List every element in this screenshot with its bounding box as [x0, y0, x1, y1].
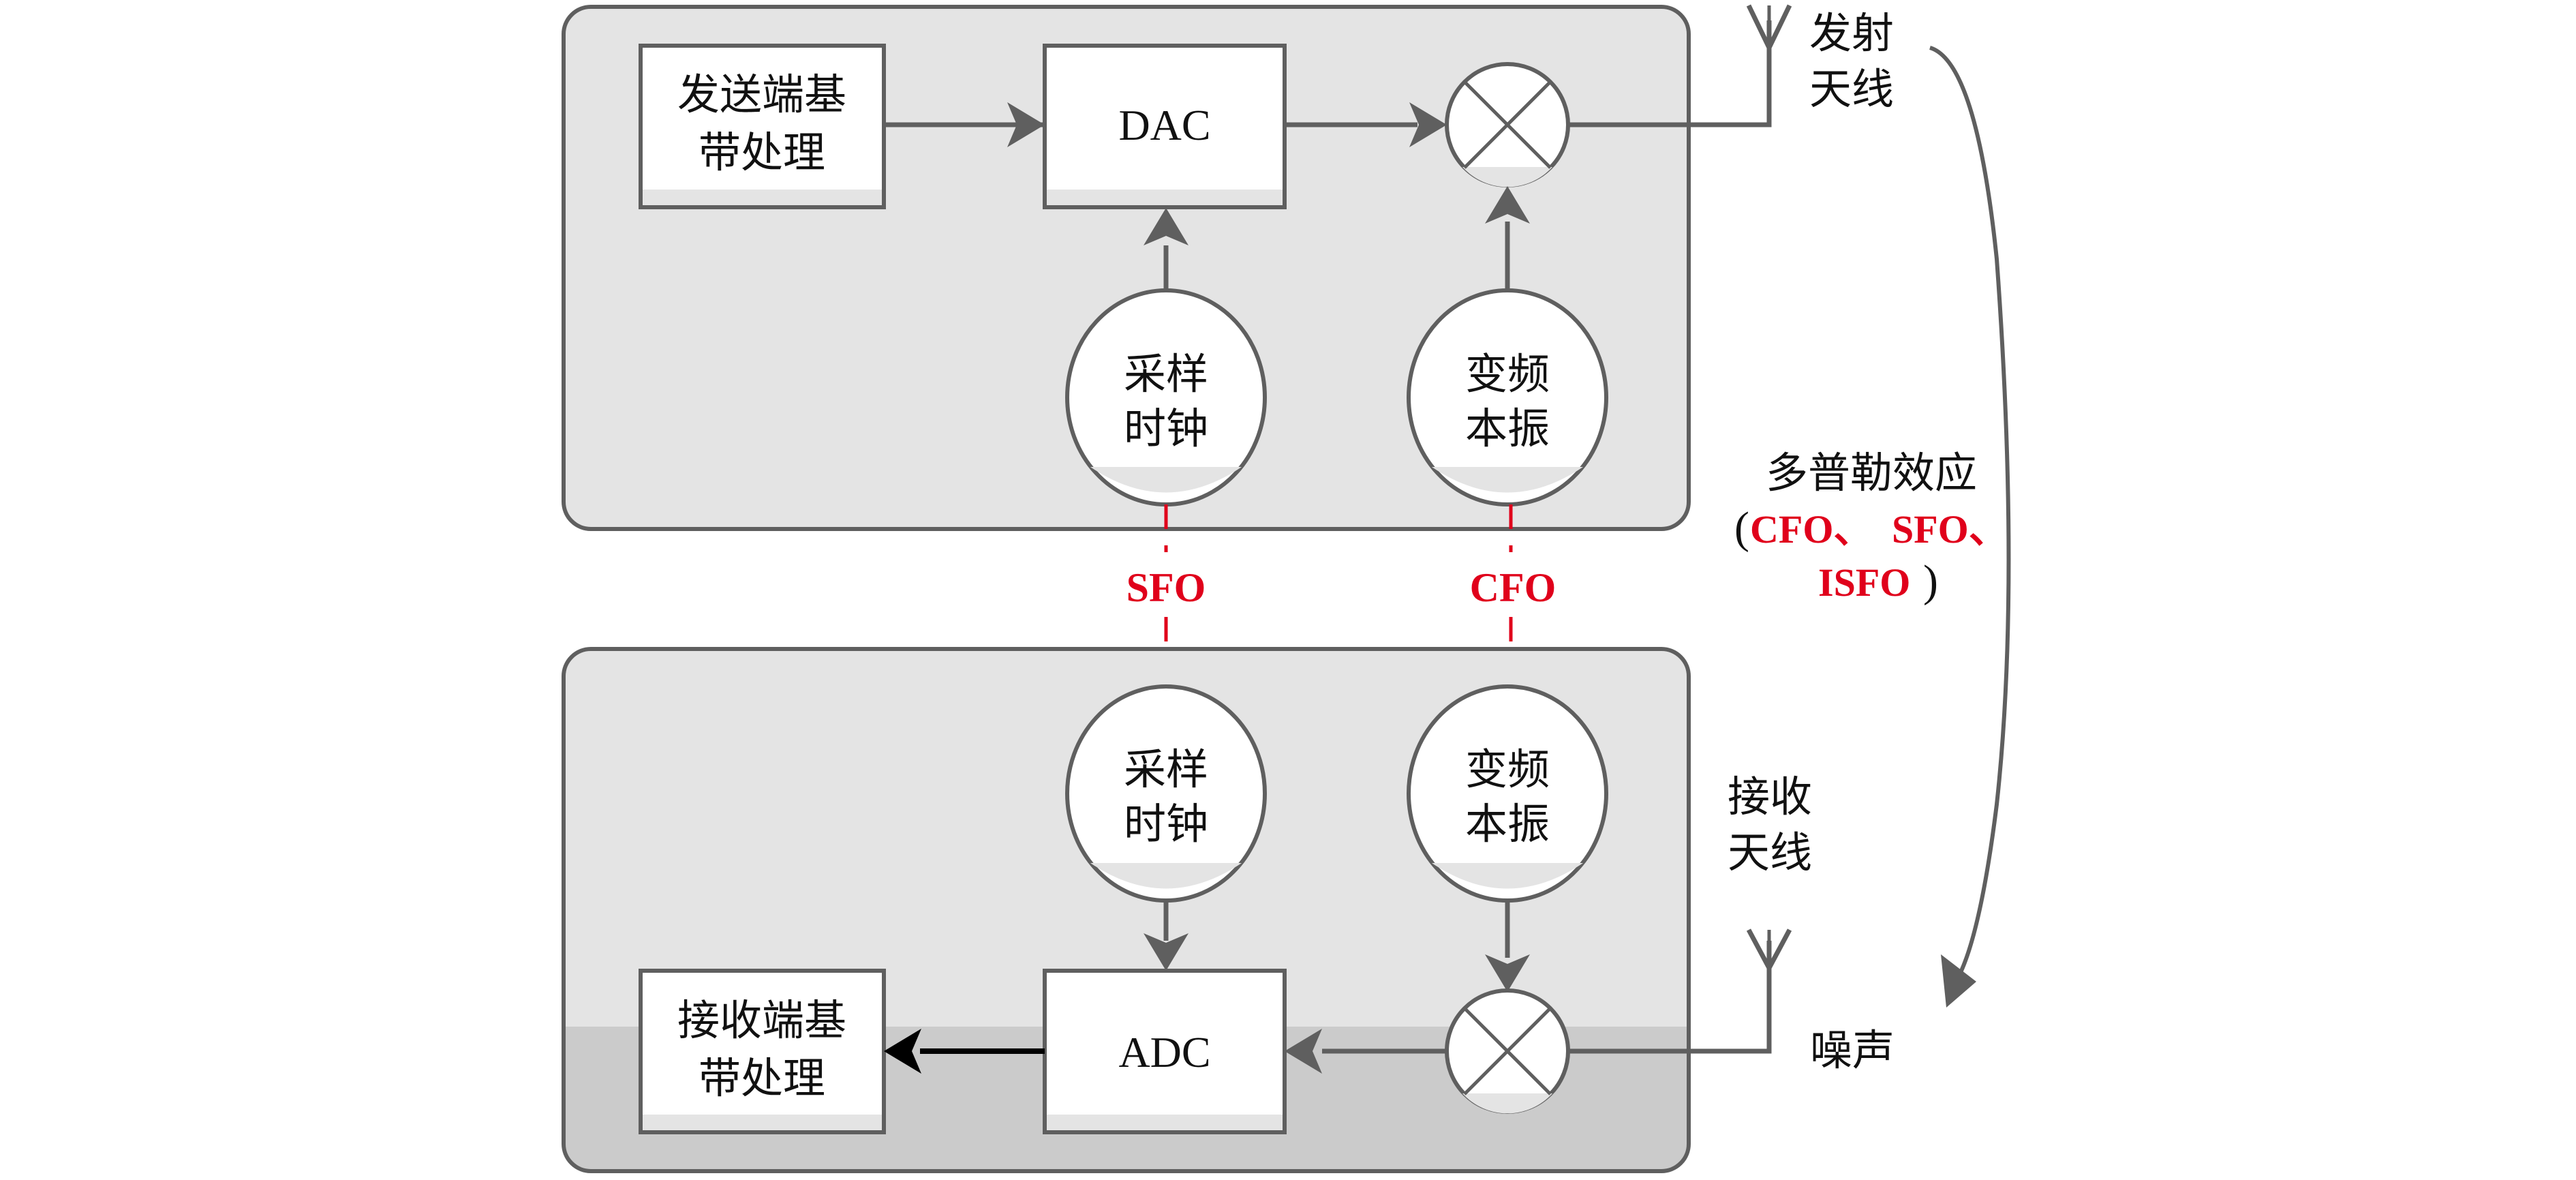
sfo-link: SFO [1126, 504, 1206, 687]
tx-sampling-clock: 采样 时钟 [1065, 288, 1267, 506]
rx-lo-label-line2: 本振 [1465, 799, 1550, 849]
rx-baseband-label-line2: 带处理 [699, 1053, 825, 1103]
tx-baseband-block: 发送端基 带处理 [639, 44, 886, 209]
doppler-offsets-list: ( CFO、 SFO、 ISFO ) [1734, 503, 2008, 606]
rx-antenna-label-line1: 接收 [1728, 772, 1812, 821]
tx-lo-label-line1: 变频 [1465, 349, 1550, 399]
rx-baseband-block: 接收端基 带处理 [639, 969, 886, 1134]
dac-label: DAC [1118, 101, 1210, 149]
doppler-title: 多普勒效应 [1766, 448, 1977, 498]
paren-close: ) [1923, 556, 1938, 606]
doppler-item-cfo: CFO、 [1750, 507, 1873, 551]
arrowhead-icon [1144, 208, 1189, 245]
tx-antenna-label-line2: 天线 [1809, 64, 1894, 114]
arrowhead-icon [1485, 954, 1530, 992]
paren-open: ( [1734, 503, 1749, 553]
arrowhead-icon [1485, 186, 1530, 224]
tx-baseband-label-line1: 发送端基 [677, 70, 846, 119]
tx-baseband-label-line2: 带处理 [699, 127, 825, 177]
cfo-label: CFO [1470, 565, 1557, 610]
tx-clock-label-line1: 采样 [1124, 349, 1208, 399]
rx-mixer [1445, 988, 1570, 1114]
noise-label: 噪声 [1810, 1025, 1895, 1075]
tx-feed-line [1568, 20, 1772, 127]
doppler-item-isfo: ISFO [1818, 560, 1910, 605]
adc-block: ADC [1043, 969, 1287, 1134]
dac-block: DAC [1043, 44, 1287, 209]
tx-clock-label-line2: 时钟 [1124, 404, 1208, 453]
rx-antenna-icon [1746, 928, 1792, 969]
doppler-item-sfo: SFO、 [1892, 507, 2008, 551]
arrowhead-icon [1409, 102, 1447, 147]
rx-local-oscillator: 变频 本振 [1407, 684, 1608, 903]
tx-lo-label-line2: 本振 [1465, 404, 1550, 453]
rx-antenna-label-line2: 天线 [1728, 828, 1812, 877]
tx-antenna-icon [1746, 4, 1792, 49]
rx-feed-line [1568, 941, 1772, 1054]
sfo-label: SFO [1126, 565, 1206, 610]
arrowhead-icon [1007, 102, 1045, 147]
channel-curve-arrow [1929, 46, 2011, 983]
rx-lo-label-line1: 变频 [1465, 744, 1550, 794]
arrowhead-icon [1144, 933, 1189, 971]
arrowhead-icon [1285, 1029, 1322, 1074]
tx-mixer [1445, 62, 1570, 187]
tx-local-oscillator: 变频 本振 [1407, 288, 1608, 506]
arrowhead-icon [1941, 954, 1976, 1008]
rx-sampling-clock: 采样 时钟 [1065, 684, 1267, 903]
rx-baseband-label-line1: 接收端基 [677, 995, 846, 1045]
rx-clock-label-line2: 时钟 [1124, 799, 1208, 849]
tx-antenna-label-line1: 发射 [1809, 8, 1894, 58]
arrowhead-icon [884, 1029, 921, 1074]
cfo-link: CFO [1470, 504, 1557, 687]
adc-label: ADC [1118, 1028, 1210, 1076]
rx-clock-label-line1: 采样 [1124, 744, 1208, 794]
